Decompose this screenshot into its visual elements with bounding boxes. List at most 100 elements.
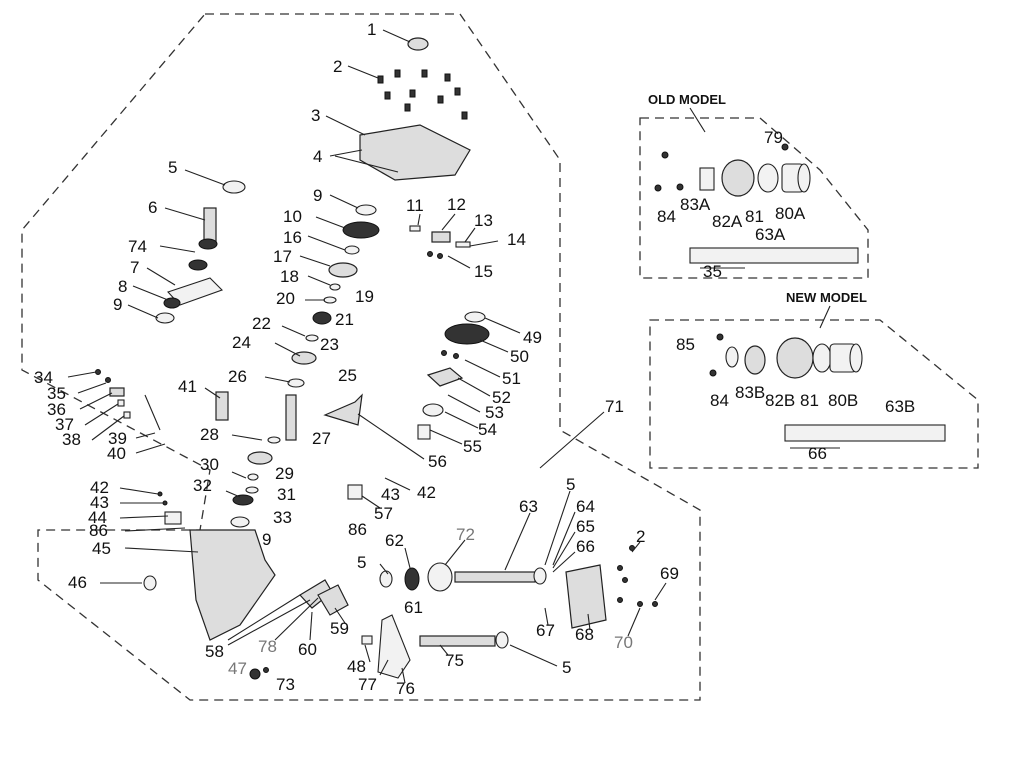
- callout-callouts-11: 10: [283, 207, 302, 226]
- new-model-inset: NEW MODEL 85 84 83B 82B 81 80B 63B 66: [649, 290, 979, 469]
- callout-callouts-52: 42: [90, 478, 109, 497]
- callout-inset_old-labels-7: 35: [703, 262, 722, 281]
- callout-callouts-72: 68: [575, 625, 594, 644]
- callout-callouts-65: 61: [404, 598, 423, 617]
- callout-callouts-42: 55: [463, 437, 482, 456]
- callout-callouts-46: 36: [47, 400, 66, 419]
- callout-callouts-58: 42: [417, 483, 436, 502]
- callout-callouts-13: 17: [273, 247, 292, 266]
- callout-callouts-49: 39: [108, 429, 127, 448]
- callout-callouts-63: 62: [385, 531, 404, 550]
- callout-inset_new-labels-5: 80B: [828, 391, 858, 410]
- callout-callouts-71: 67: [536, 621, 555, 640]
- callout-callouts-21: 25: [338, 366, 357, 385]
- callout-inset_new-labels-7: 66: [808, 444, 827, 463]
- callout-callouts-70: 66: [576, 537, 595, 556]
- callout-callouts-35: 15: [474, 262, 493, 281]
- new-model-title: NEW MODEL: [786, 290, 867, 305]
- callout-callouts-23: 27: [312, 429, 331, 448]
- callout-callouts-8: 8: [118, 277, 127, 296]
- callout-callouts-38: 51: [502, 369, 521, 388]
- callout-callouts-9: 9: [113, 295, 122, 314]
- callout-inset_old-labels-4: 81: [745, 207, 764, 226]
- callout-callouts-47: 37: [55, 415, 74, 434]
- callout-inset_new-labels-0: 85: [676, 335, 695, 354]
- callout-callouts-3: 4: [313, 147, 322, 166]
- callout-callouts-81: 48: [347, 657, 366, 676]
- callout-callouts-56: 45: [92, 539, 111, 558]
- callout-callouts-75: 70: [614, 633, 633, 652]
- callout-callouts-44: 34: [34, 368, 53, 387]
- callout-callouts-77: 58: [205, 642, 224, 661]
- callout-callouts-61: 57: [374, 504, 393, 523]
- callout-callouts-18: 22: [252, 314, 271, 333]
- callout-callouts-20: 24: [232, 333, 251, 352]
- callout-inset_old-labels-1: 84: [657, 207, 676, 226]
- callout-inset_new-labels-6: 63B: [885, 397, 915, 416]
- old-model-inset: OLD MODEL 79 84 83A 82A 81 80A 63A 35: [639, 92, 869, 281]
- callout-inset_old-labels-5: 80A: [775, 204, 806, 223]
- callout-callouts-10: 9: [313, 186, 322, 205]
- callout-callouts-48: 38: [62, 430, 81, 449]
- callout-callouts-31: 11: [406, 196, 424, 215]
- old-model-title: OLD MODEL: [648, 92, 726, 107]
- callout-callouts-22: 26: [228, 367, 247, 386]
- callout-callouts-73: 2: [636, 527, 645, 546]
- callout-callouts-87: 73: [276, 675, 295, 694]
- callout-callouts-16: 20: [276, 289, 295, 308]
- callout-callouts-7: 7: [130, 258, 139, 277]
- callout-callouts-54: 44: [88, 508, 107, 527]
- callout-labels: 1 2 3 4 5 6 74 7 8 9 9 10 16 17 18 19 20…: [34, 20, 679, 698]
- callout-callouts-50: 40: [107, 444, 126, 463]
- callout-callouts-5: 6: [148, 198, 157, 217]
- callout-callouts-28: 32: [193, 476, 212, 495]
- callout-callouts-6: 74: [128, 237, 147, 256]
- callout-callouts-59: 43: [381, 485, 400, 504]
- callout-callouts-74: 69: [660, 564, 679, 583]
- callout-callouts-62: 5: [357, 553, 366, 572]
- callout-callouts-41: 54: [478, 420, 497, 439]
- main-assembly-boundary: [21, 13, 701, 701]
- callout-inset_new-labels-2: 83B: [735, 383, 765, 402]
- callout-callouts-17: 21: [335, 310, 354, 329]
- callout-callouts-27: 31: [277, 485, 296, 504]
- callout-callouts-32: 12: [447, 195, 466, 214]
- callout-callouts-68: 64: [576, 497, 595, 516]
- callout-callouts-37: 50: [510, 347, 529, 366]
- callout-callouts-14: 18: [280, 267, 299, 286]
- callout-callouts-26: 30: [200, 455, 219, 474]
- part-drawings: [95, 37, 658, 680]
- callout-callouts-69: 65: [576, 517, 595, 536]
- callout-callouts-19: 23: [320, 335, 339, 354]
- callout-inset_old-labels-3: 82A: [712, 212, 743, 231]
- callout-callouts-84: 75: [445, 651, 464, 670]
- callout-callouts-39: 52: [492, 388, 511, 407]
- callout-callouts-40: 53: [485, 403, 504, 422]
- callout-callouts-30: 9: [262, 530, 271, 549]
- callout-callouts-66: 63: [519, 497, 538, 516]
- callout-callouts-12: 16: [283, 228, 302, 247]
- callout-callouts-45: 35: [47, 384, 66, 403]
- leader-lines: [67, 29, 667, 684]
- callout-callouts-64: 72: [456, 525, 475, 544]
- callout-callouts-85: 5: [562, 658, 571, 677]
- callout-inset_old-labels-6: 63A: [755, 225, 786, 244]
- callout-callouts-78: 78: [258, 637, 277, 656]
- callout-callouts-4: 5: [168, 158, 177, 177]
- callout-callouts-80: 60: [298, 640, 317, 659]
- callout-inset_new-labels-4: 81: [800, 391, 819, 410]
- callout-callouts-33: 13: [474, 211, 493, 230]
- callout-callouts-86: 47: [228, 659, 247, 678]
- callout-callouts-15: 19: [355, 287, 374, 306]
- callout-callouts-51: 41: [178, 377, 197, 396]
- callout-callouts-2: 3: [311, 106, 320, 125]
- callout-callouts-82: 77: [358, 675, 377, 694]
- callout-callouts-43: 56: [428, 452, 447, 471]
- callout-inset_old-labels-2: 83A: [680, 195, 711, 214]
- callout-callouts-67: 5: [566, 475, 575, 494]
- callout-callouts-36: 49: [523, 328, 542, 347]
- callout-callouts-29: 33: [273, 508, 292, 527]
- callout-callouts-1: 2: [333, 57, 342, 76]
- callout-callouts-83: 76: [396, 679, 415, 698]
